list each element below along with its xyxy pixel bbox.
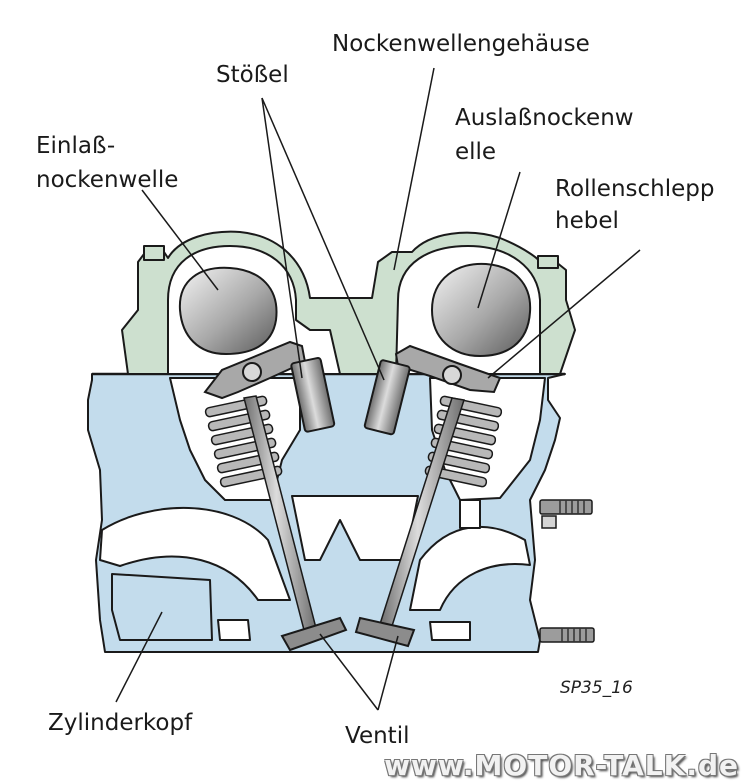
label-auslassnockenwelle-line1: Auslaßnockenw [455,105,634,131]
leader-lines [115,67,641,711]
intake-camshaft [178,266,278,356]
label-nockenwellengehaeuse: Nockenwellengehäuse [332,31,590,57]
cavity-slot-right [459,499,481,529]
leader-stoessel-1 [261,97,303,379]
label-stoessel: Stößel [216,62,289,88]
label-rollenschlepphebel-line2: hebel [555,208,619,234]
leader-zylinderkopf [115,611,163,703]
label-ventil: Ventil [345,723,410,749]
intake-rocker-roller [242,362,262,382]
watermark: www.MOTOR-TALK.de [384,749,739,782]
label-einlassnockenwelle-line1: Einlaß- [36,133,116,159]
label-zylinderkopf: Zylinderkopf [48,710,193,736]
housing-bolt-right [537,255,559,269]
label-rollenschlepphebel-line1: Rollenschlepp [555,176,715,202]
exhaust-valve-head [354,616,416,648]
intake-valve-head [280,616,348,652]
exhaust-rocker-roller [442,365,462,385]
cavity-small-left [217,619,251,641]
exhaust-camshaft [430,262,532,358]
exhaust-tappet [363,359,411,436]
cavity-left-pocket [111,573,213,641]
leader-auslass [477,171,521,309]
leader-rollenschlepphebel [487,249,641,379]
cavity-center [291,495,419,561]
leader-ventil-1 [319,633,379,711]
leader-nockenwellengehaeuse [393,67,435,271]
leader-einlass [141,189,219,291]
cavity-small-right [429,621,471,641]
leader-stoessel-2 [261,97,385,381]
leader-ventil-2 [377,635,399,711]
label-auslassnockenwelle-line2: elle [455,139,497,165]
label-einlassnockenwelle-line2: nockenwelle [36,167,179,193]
head-studs [539,499,595,643]
cavity-left-channel [99,507,291,601]
cavity-right-channel [409,525,531,611]
housing-bolt-left [143,245,165,261]
figure-id: SP35_16 [560,678,633,698]
